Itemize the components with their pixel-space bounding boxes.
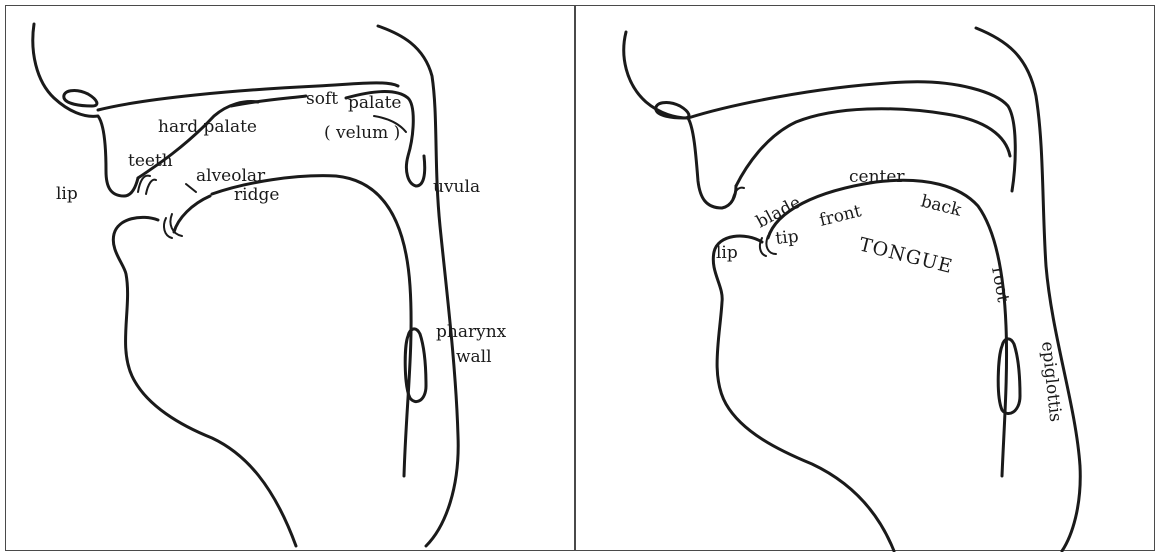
label-center: center: [849, 167, 905, 187]
upper-face-outline-r: [624, 32, 736, 208]
lower-face-outline-r: [713, 236, 894, 551]
label-hard-palate: hard palate: [158, 117, 257, 137]
label-tip: tip: [774, 227, 799, 249]
alveolar-pointer: [186, 184, 196, 192]
label-teeth: teeth: [128, 151, 173, 171]
panel-tongue-parts: center blade front back lip tip TONGUE r…: [575, 5, 1155, 551]
label-velum: ( velum ): [324, 123, 400, 143]
label-ridge: ridge: [234, 185, 279, 205]
lower-teeth-outline-r: [760, 236, 776, 256]
label-lip-r: lip: [716, 243, 738, 263]
label-wall: wall: [456, 347, 492, 367]
label-back: back: [919, 191, 964, 220]
label-tongue: TONGUE: [857, 234, 955, 279]
tongue-outline-r: [768, 180, 1007, 476]
label-uvula: uvula: [433, 177, 480, 197]
panel-articulators: soft palate hard palate ( velum ) teeth …: [5, 5, 575, 551]
tongue-outline: [174, 176, 411, 476]
tongue-parts-diagram: center blade front back lip tip TONGUE r…: [576, 6, 1156, 552]
epiglottis-loop: [405, 329, 426, 402]
articulators-diagram: soft palate hard palate ( velum ) teeth …: [6, 6, 576, 552]
label-lip: lip: [56, 184, 78, 204]
upper-face-outline: [33, 24, 138, 196]
label-pharynx: pharynx: [436, 322, 507, 342]
label-alveolar: alveolar: [196, 166, 266, 186]
label-soft: soft: [306, 89, 338, 109]
label-root: root: [987, 265, 1013, 304]
lower-teeth-outline: [164, 214, 182, 238]
epiglottis-loop-r: [998, 339, 1020, 414]
label-front: front: [817, 201, 863, 231]
label-palate: palate: [348, 93, 401, 113]
lower-face-outline: [113, 217, 296, 546]
nostril-outline: [64, 91, 97, 106]
upper-teeth-outline: [138, 176, 156, 194]
